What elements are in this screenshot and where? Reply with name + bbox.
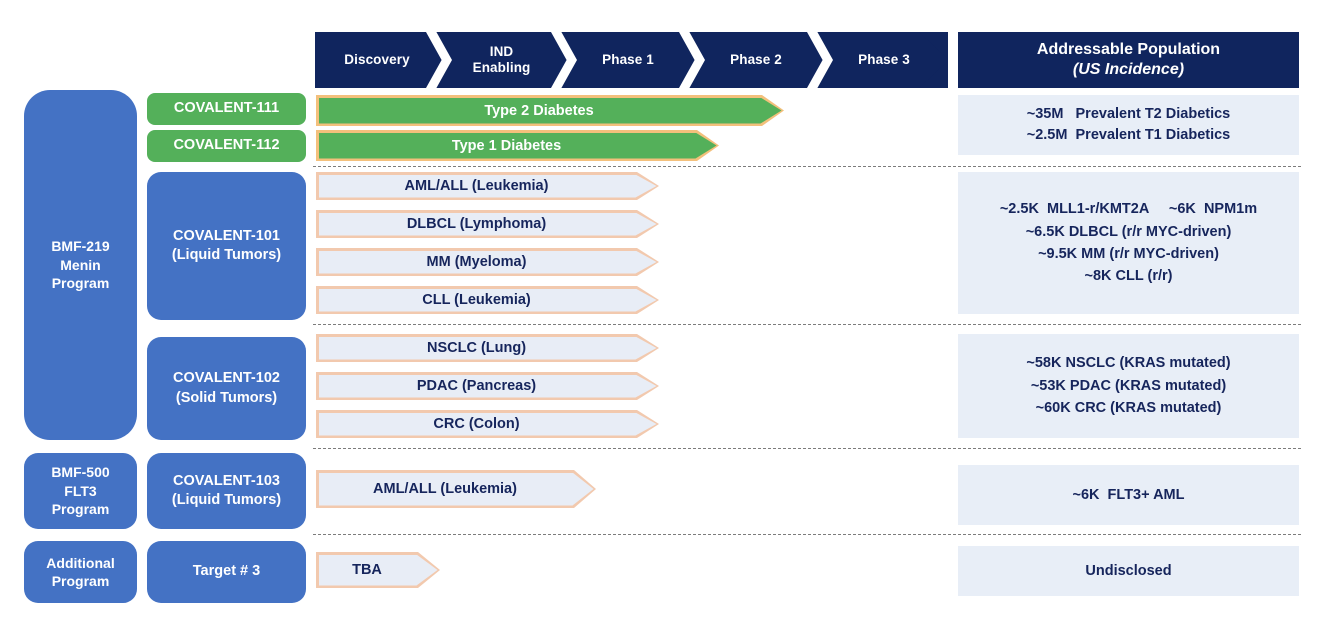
bar-label: AML/ALL (Leukemia) xyxy=(373,481,517,497)
divider-solid-flt3 xyxy=(313,448,1301,449)
phase-label: Phase 3 xyxy=(858,52,910,68)
population-line: ~2.5K MLL1-r/KMT2A ~6K NPM1m xyxy=(999,201,1258,218)
population-liquid-tumors: ~2.5K MLL1-r/KMT2A ~6K NPM1m ~6.5K DLBCL… xyxy=(958,172,1299,314)
bar-fill xyxy=(319,375,657,398)
bar-dlbcl[interactable]: DLBCL (Lymphoma) xyxy=(316,210,659,238)
bar-type-1-diabetes[interactable]: Type 1 Diabetes xyxy=(316,130,719,161)
bar-fill xyxy=(319,289,657,312)
phase-label: IND Enabling xyxy=(472,44,531,75)
bar-fill xyxy=(319,175,657,198)
population-line: ~53K PDAC (KRAS mutated) xyxy=(1030,377,1227,394)
bar-fill xyxy=(319,133,717,159)
bar-tba[interactable]: TBA xyxy=(316,552,440,588)
bar-fill xyxy=(319,251,657,274)
population-header-subtitle: (US Incidence) xyxy=(1072,61,1185,78)
bar-cll[interactable]: CLL (Leukemia) xyxy=(316,286,659,314)
phase-phase-1[interactable]: Phase 1 xyxy=(564,32,692,88)
population-header-title: Addressable Population xyxy=(1036,41,1221,58)
phase-header-bar: Discovery IND Enabling Phase 1 Phase 2 Phase… xyxy=(315,32,948,88)
bar-fill xyxy=(319,473,594,506)
bar-label: PDAC (Pancreas) xyxy=(416,378,537,394)
phase-label: Phase 2 xyxy=(730,52,782,68)
population-solid-tumors: ~58K NSCLC (KRAS mutated) ~53K PDAC (KRA… xyxy=(958,334,1299,438)
divider-flt3-additional xyxy=(313,534,1301,535)
bar-label: CLL (Leukemia) xyxy=(422,292,531,308)
bar-mm[interactable]: MM (Myeloma) xyxy=(316,248,659,276)
bar-label: Type 2 Diabetes xyxy=(484,102,594,119)
population-line: ~60K CRC (KRAS mutated) xyxy=(1035,400,1222,417)
trial-covalent-112[interactable]: COVALENT-112 xyxy=(147,130,306,162)
bar-fill xyxy=(319,413,657,436)
trial-covalent-102[interactable]: COVALENT-102 (Solid Tumors) xyxy=(147,337,306,440)
program-additional[interactable]: Additional Program xyxy=(24,541,137,603)
phase-phase-3[interactable]: Phase 3 xyxy=(820,32,948,88)
bar-label: AML/ALL (Leukemia) xyxy=(404,178,549,194)
population-line: Undisclosed xyxy=(1085,562,1172,579)
trial-target-3[interactable]: Target # 3 xyxy=(147,541,306,603)
population-line: ~9.5K MM (r/r MYC-driven) xyxy=(1038,246,1219,262)
bar-pdac[interactable]: PDAC (Pancreas) xyxy=(316,372,659,400)
population-line: ~6.5K DLBCL (r/r MYC-driven) xyxy=(1025,223,1232,240)
population-diabetes: ~35M Prevalent T2 Diabetics ~2.5M Preval… xyxy=(958,95,1299,155)
bar-fill xyxy=(319,98,782,124)
bar-label: MM (Myeloma) xyxy=(426,254,527,270)
phase-discovery[interactable]: Discovery xyxy=(315,32,439,88)
bar-nsclc[interactable]: NSCLC (Lung) xyxy=(316,334,659,362)
population-line: ~2.5M Prevalent T1 Diabetics xyxy=(1026,127,1231,143)
trial-covalent-111[interactable]: COVALENT-111 xyxy=(147,93,306,125)
divider-liquid-solid xyxy=(313,324,1301,325)
divider-diabetes-liquid xyxy=(313,166,1301,167)
phase-label: Discovery xyxy=(344,52,410,68)
bar-aml-all-103[interactable]: AML/ALL (Leukemia) xyxy=(316,470,596,508)
population-line: ~58K NSCLC (KRAS mutated) xyxy=(1026,355,1231,372)
addressable-population-header: Addressable Population (US Incidence) xyxy=(958,32,1299,88)
population-undisclosed: Undisclosed xyxy=(958,546,1299,596)
bar-label: TBA xyxy=(352,562,382,578)
bar-label: DLBCL (Lymphoma) xyxy=(406,216,547,232)
bar-fill xyxy=(319,337,657,360)
bar-fill xyxy=(319,213,657,236)
bar-label: NSCLC (Lung) xyxy=(426,340,527,356)
phase-ind-enabling[interactable]: IND Enabling xyxy=(439,32,564,88)
population-line: ~35M Prevalent T2 Diabetics xyxy=(1026,105,1231,122)
trial-covalent-101[interactable]: COVALENT-101 (Liquid Tumors) xyxy=(147,172,306,320)
program-bmf-219[interactable]: BMF-219 Menin Program xyxy=(24,90,137,440)
bar-fill xyxy=(319,555,438,586)
population-line: ~8K CLL (r/r) xyxy=(1084,268,1173,285)
bar-type-2-diabetes[interactable]: Type 2 Diabetes xyxy=(316,95,784,126)
bar-label: Type 1 Diabetes xyxy=(451,137,562,154)
population-line: ~6K FLT3+ AML xyxy=(1072,486,1185,503)
trial-covalent-103[interactable]: COVALENT-103 (Liquid Tumors) xyxy=(147,453,306,529)
population-flt3: ~6K FLT3+ AML xyxy=(958,465,1299,525)
bar-label: CRC (Colon) xyxy=(433,416,520,432)
bar-crc[interactable]: CRC (Colon) xyxy=(316,410,659,438)
phase-phase-2[interactable]: Phase 2 xyxy=(692,32,820,88)
phase-label: Phase 1 xyxy=(602,52,654,68)
bar-aml-all-101[interactable]: AML/ALL (Leukemia) xyxy=(316,172,659,200)
program-bmf-500[interactable]: BMF-500 FLT3 Program xyxy=(24,453,137,529)
